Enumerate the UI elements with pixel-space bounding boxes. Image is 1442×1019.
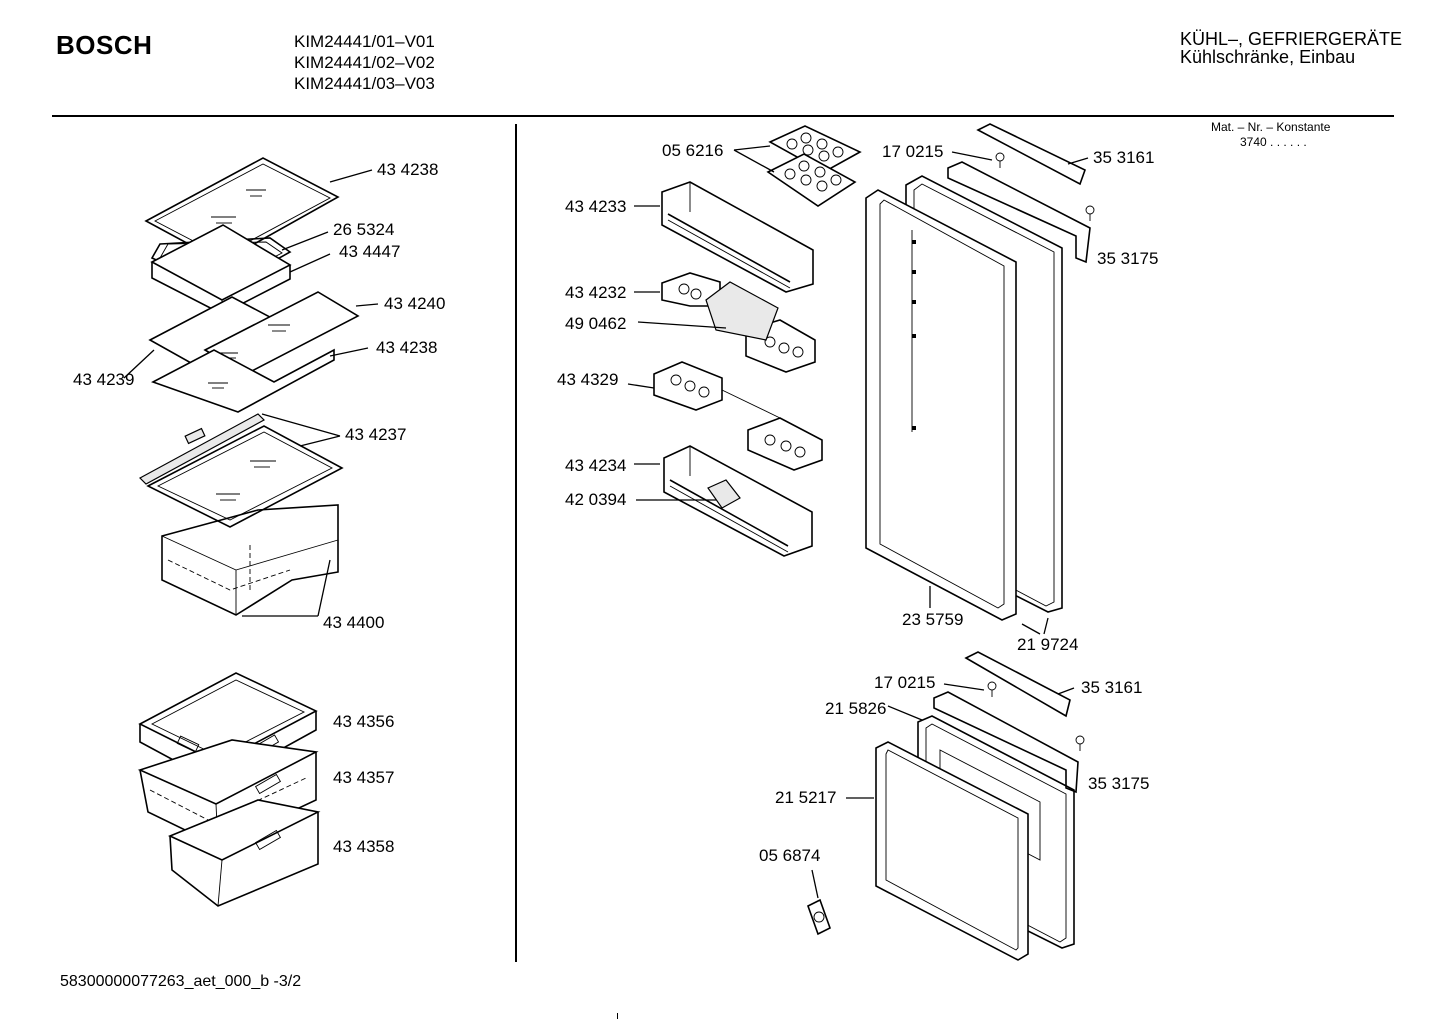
part-label: 43 4356: [333, 712, 395, 731]
part-label: 35 3161: [1093, 148, 1155, 167]
part-label: 49 0462: [565, 314, 627, 333]
door-shelf-434234: [663, 445, 813, 557]
screw-170215-a: [995, 152, 1095, 221]
model-list: KIM24441/01–V01 KIM24441/02–V02 KIM24441…: [294, 31, 435, 94]
category-title: KÜHL–, GEFRIERGERÄTE: [1180, 29, 1403, 49]
model-number: KIM24441/01–V01: [294, 32, 435, 51]
hinge-cover-353161-a: [976, 123, 1086, 186]
hinge-bracket-353175-b: [933, 691, 1079, 794]
part-label: 43 4238: [376, 338, 438, 357]
mat-nr-label: Mat. – Nr. – Konstante: [1211, 120, 1331, 134]
shelf-rail-434237: [139, 413, 344, 528]
freezer-gasket-215217: [875, 741, 1029, 961]
crisper-drawers-434400: [161, 504, 339, 616]
category-subtitle: Kühlschränke, Einbau: [1180, 47, 1356, 67]
part-label: 05 6216: [662, 141, 724, 160]
column-divider: [515, 124, 517, 962]
hinge-bracket-353175-a: [947, 161, 1091, 264]
part-label: 43 4239: [73, 370, 135, 389]
header-divider: [52, 115, 1394, 117]
product-category: KÜHL–, GEFRIERGERÄTE Kühlschränke, Einba…: [1180, 30, 1402, 66]
glass-shelf-434238-b: [151, 348, 335, 413]
part-label: 21 5217: [775, 788, 837, 807]
part-label: 43 4238: [377, 160, 439, 179]
part-label: 23 5759: [902, 610, 964, 629]
part-label: 17 0215: [882, 142, 944, 161]
screw-170215-b: [987, 681, 1085, 751]
door-shelf-434329: [653, 361, 823, 471]
freezer-drawer-434358: [167, 799, 321, 907]
part-label: 43 4400: [323, 613, 385, 632]
part-label: 43 4234: [565, 456, 627, 475]
part-label: 43 4240: [384, 294, 446, 313]
part-label: 43 4447: [339, 242, 401, 261]
mat-nr-block: Mat. – Nr. – Konstante 3740 . . . . . .: [1211, 120, 1330, 150]
part-label: 21 9724: [1017, 635, 1079, 654]
page-tick-mark: [617, 1013, 618, 1019]
knob-056874: [807, 898, 831, 936]
part-label: 43 4237: [345, 425, 407, 444]
split-shelf-434240: [148, 291, 360, 378]
egg-tray-056216: [766, 125, 862, 207]
cover-490462: [705, 281, 779, 341]
document-id: 58300000077263_aet_000_b -3/2: [60, 973, 302, 990]
model-number: KIM24441/03–V03: [294, 74, 435, 93]
door-panel-235759: [865, 189, 1017, 621]
part-label: 26 5324: [333, 220, 395, 239]
leader-lines: [123, 145, 1089, 899]
model-number: KIM24441/02–V02: [294, 53, 435, 72]
part-label: 43 4232: [565, 283, 627, 302]
part-label: 21 5826: [825, 699, 887, 718]
hinge-cover-353161-b: [964, 651, 1071, 718]
part-label: 42 0394: [565, 490, 627, 509]
part-label: 35 3161: [1081, 678, 1143, 697]
part-label: 43 4233: [565, 197, 627, 216]
part-label: 05 6874: [759, 846, 821, 865]
mat-nr-value: 3740 . . . . . .: [1240, 135, 1307, 149]
part-label: 43 4329: [557, 370, 619, 389]
divider-420394: [707, 479, 741, 509]
part-label: 35 3175: [1097, 249, 1159, 268]
door-shelf-434233: [661, 181, 814, 293]
part-label: 35 3175: [1088, 774, 1150, 793]
part-label: 43 4357: [333, 768, 395, 787]
brand-logo: BOSCH: [56, 30, 153, 60]
part-label: 17 0215: [874, 673, 936, 692]
part-label: 43 4358: [333, 837, 395, 856]
